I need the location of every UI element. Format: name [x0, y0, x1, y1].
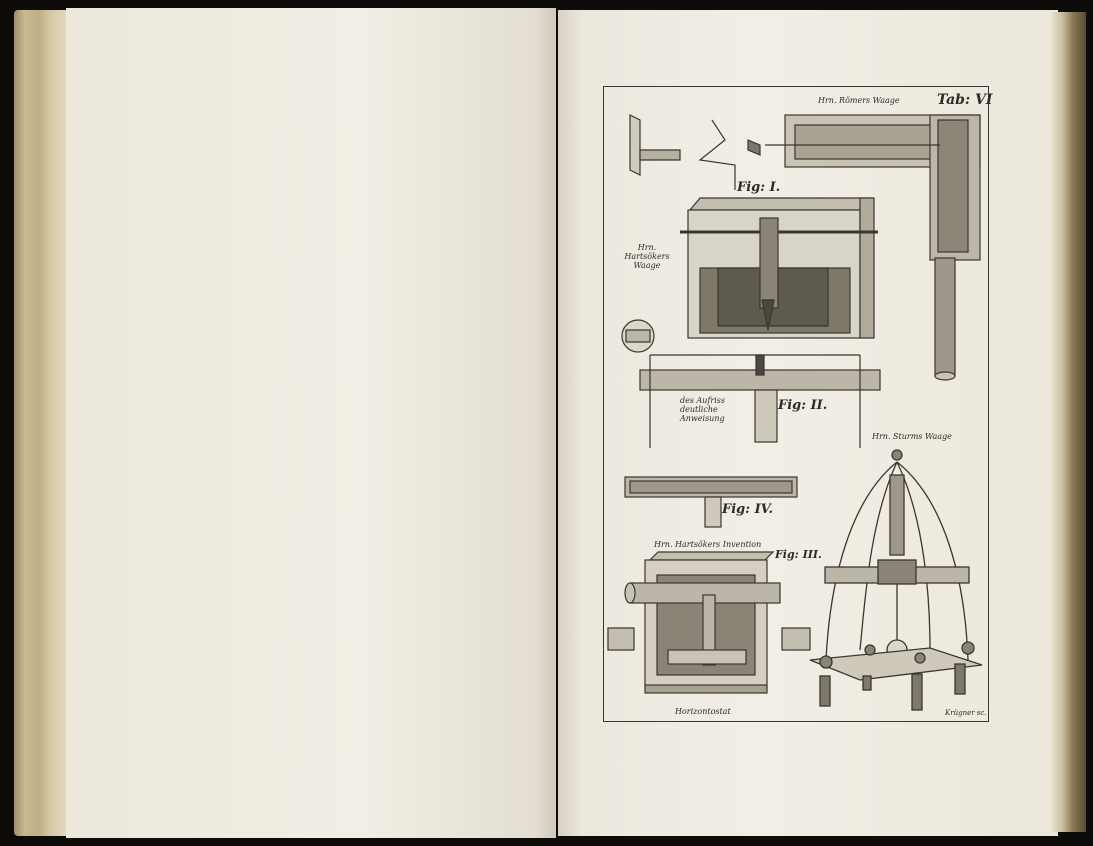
- fig2-drawing: [639, 354, 881, 448]
- horizontostat-drawing: [607, 551, 811, 694]
- sturm-balance-drawing: [809, 449, 983, 711]
- fig3-label: Fig: III.: [775, 548, 822, 561]
- page-edges-left: [14, 10, 68, 836]
- engraver-signature: Krügner sc.: [945, 709, 987, 717]
- fig2-note: des Aufriss deutliche Anweisung: [680, 396, 725, 423]
- page-edges-right: [1052, 12, 1086, 832]
- sturm-caption: Hrn. Sturms Waage: [872, 432, 952, 441]
- romer-caption: Hrn. Römers Waage: [818, 96, 900, 105]
- fig2-label: Fig: II.: [778, 398, 828, 413]
- tab-number: Tab: VI: [937, 92, 993, 108]
- fig1-label: Fig: I.: [737, 180, 781, 195]
- blank-left-page: [66, 8, 556, 838]
- horizontostat-caption: Horizontostat: [675, 707, 731, 716]
- hartsoker-invention-caption: Hrn. Hartsökers Invention: [654, 540, 762, 549]
- engraved-plate-frame: [603, 86, 989, 722]
- hartsoker-caption: Hrn. Hartsökers Waage: [624, 243, 670, 270]
- romer-balance-drawing: [629, 114, 981, 381]
- fig4-drawing: [624, 476, 798, 528]
- fig4-label: Fig: IV.: [722, 502, 774, 517]
- hartsoker-balance-drawing: [621, 197, 878, 353]
